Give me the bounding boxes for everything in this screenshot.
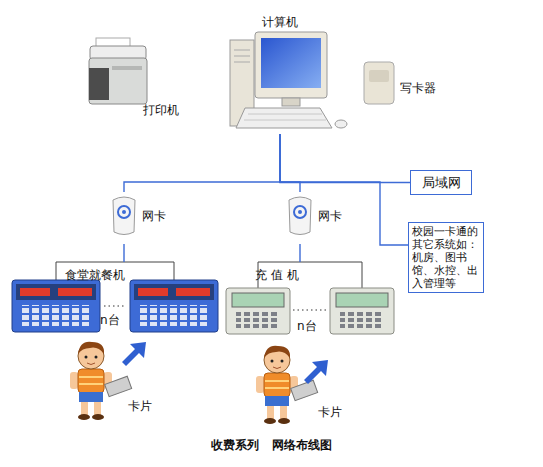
node-label: 局域网 <box>411 171 471 194</box>
network-wire <box>280 134 410 183</box>
drive-slots <box>234 50 250 62</box>
printer-node: 打印机 <box>85 40 150 115</box>
network-wire <box>299 244 300 262</box>
writer-body <box>364 62 394 104</box>
network-wire <box>124 134 280 192</box>
canteen-machine <box>130 280 218 332</box>
network-wire <box>123 244 124 262</box>
swipe-arrow <box>122 342 146 366</box>
kid-figure <box>256 346 318 424</box>
node-label: 写卡器 <box>400 80 436 97</box>
card-label: 卡片 <box>128 398 152 415</box>
canteen-machine <box>12 280 100 332</box>
swipe-arrow <box>304 360 328 384</box>
card-writer-art <box>364 62 394 104</box>
monitor-stand <box>282 98 300 106</box>
node-label: 食堂就餐机 <box>65 267 125 284</box>
network-card-art <box>113 197 135 235</box>
card-writer-node: 写卡器 <box>360 60 396 106</box>
printer-art <box>89 38 147 104</box>
recharge-machine <box>226 288 290 334</box>
node-label: 打印机 <box>143 102 179 119</box>
node-label: 网卡 <box>142 208 166 225</box>
node-label: 校园一卡通的其它系统如：机房、图书馆、水控、出入管理等 <box>412 225 480 290</box>
writer-pad <box>369 70 389 82</box>
computer-art <box>230 32 347 128</box>
printer-panel <box>89 68 109 100</box>
network-card-art <box>289 197 311 235</box>
node-label: n台 <box>297 318 317 335</box>
network-wire <box>280 134 408 245</box>
computer-node: 计算机 <box>225 14 335 134</box>
recharge-machine <box>330 288 394 334</box>
lan-box: 局域网 <box>410 170 472 195</box>
network-wire <box>280 134 300 192</box>
printer-body <box>89 58 147 104</box>
system-note-box: 校园一卡通的其它系统如：机房、图书馆、水控、出入管理等 <box>408 222 484 293</box>
figure-caption: 收费系列 网络布线图 <box>0 437 543 454</box>
printer-slot <box>112 66 142 70</box>
network-card-node: 网卡 <box>100 192 148 244</box>
recharge-group: 充 值 机 n台 <box>222 262 400 338</box>
canteen-group: 食堂就餐机 n台 <box>10 262 225 338</box>
ellipsis-dots <box>104 306 126 307</box>
card-label: 卡片 <box>318 404 342 421</box>
mouse <box>335 120 347 128</box>
node-label: 充 值 机 <box>255 267 299 284</box>
node-label: 网卡 <box>318 208 342 225</box>
kid-figure <box>70 342 132 420</box>
keyboard <box>236 108 332 128</box>
monitor-screen <box>261 38 321 88</box>
node-label: 计算机 <box>262 14 298 31</box>
node-label: n台 <box>100 312 120 329</box>
ellipsis-dots <box>293 310 326 311</box>
monitor-frame <box>255 32 327 98</box>
keyboard-keys <box>244 114 326 120</box>
network-card-node: 网卡 <box>276 192 324 244</box>
